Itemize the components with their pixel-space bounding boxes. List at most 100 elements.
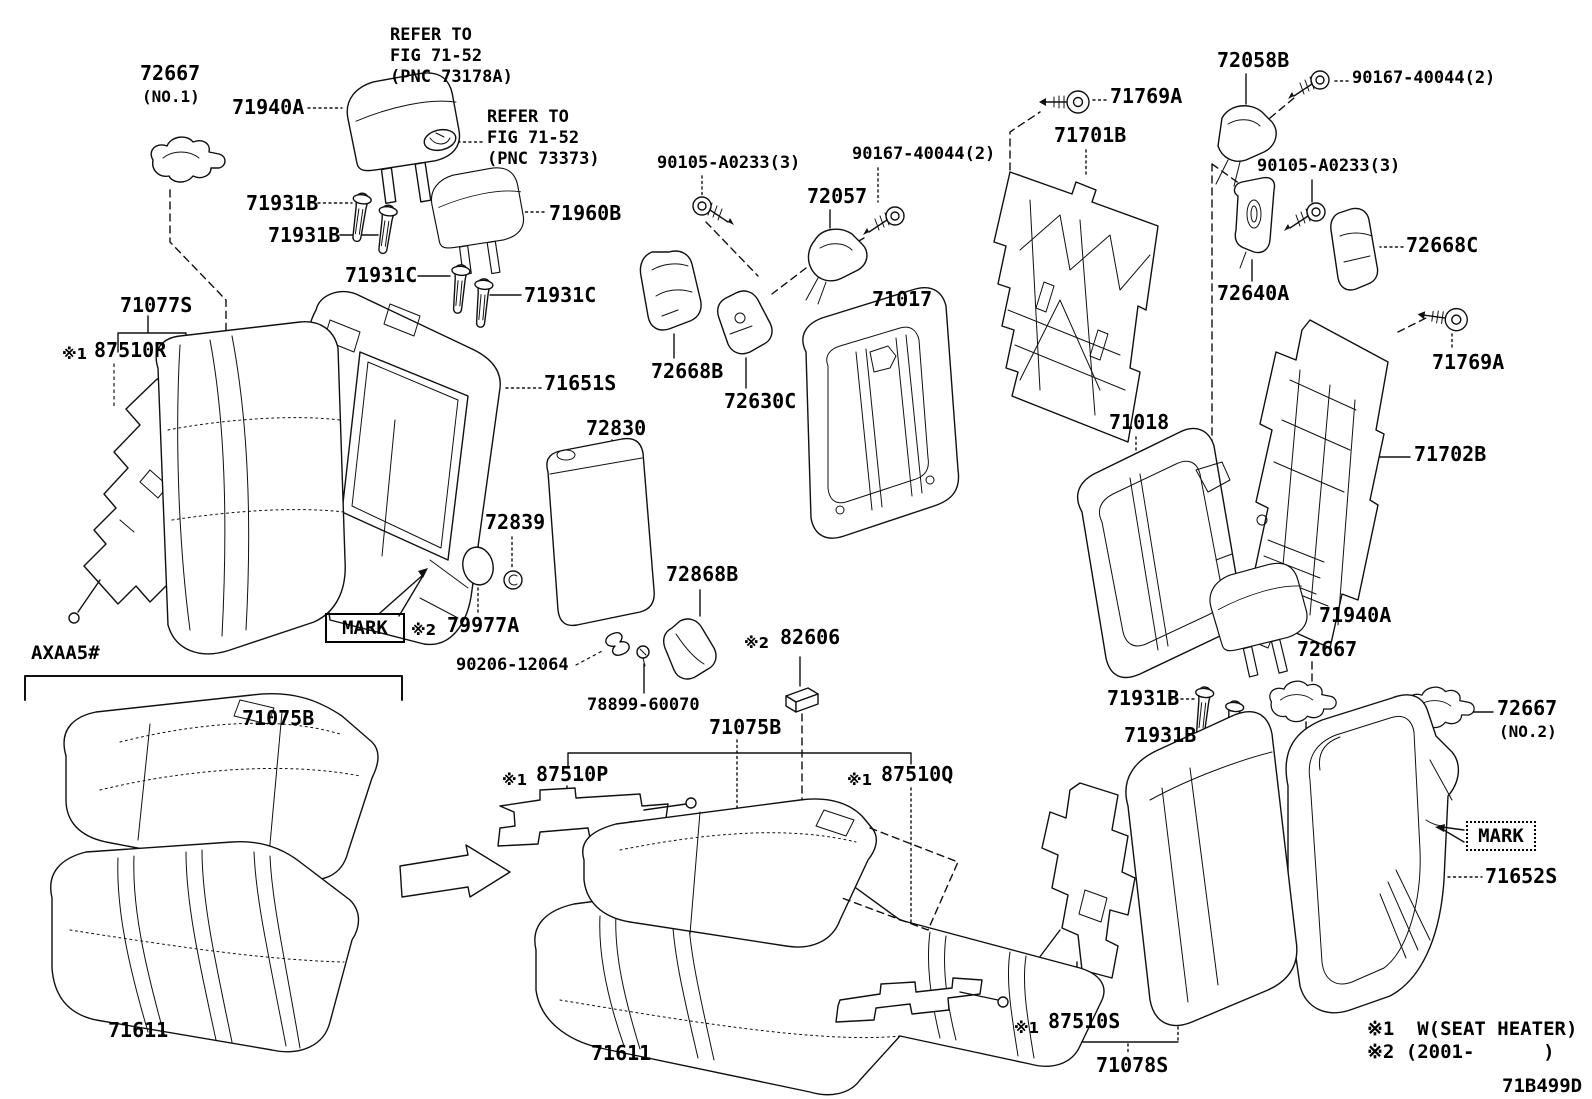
seat-cushion-cover-71075B-left — [63, 693, 379, 881]
oval-79977A — [462, 546, 494, 586]
label-71075B-middle: 71075B — [709, 715, 782, 739]
label-71078S: 71078S — [1096, 1053, 1169, 1077]
label-72668B: 72668B — [651, 359, 724, 383]
label-refer2-line3: (PNC 73373) — [487, 149, 600, 169]
mark-box-left: MARK — [325, 613, 405, 643]
headrest-support-71931C-2 — [470, 277, 495, 329]
grommet-72839 — [503, 570, 523, 590]
label-72058B: 72058B — [1217, 48, 1290, 72]
screw-90167-40044-left — [862, 206, 905, 236]
screw-90105-A0233-right — [1283, 202, 1326, 232]
headrest-support-71931B-2 — [372, 203, 399, 256]
seat-back-heater-pad-87510S — [1026, 782, 1136, 979]
lock-72057 — [805, 228, 868, 305]
label-90206-12064: 90206-12064 — [456, 655, 569, 675]
label-mark1-87510P: ※1 — [502, 771, 528, 789]
note-year-range: ※2 (2001- ) — [1367, 1041, 1555, 1063]
cover-72668C — [1330, 207, 1379, 291]
seat-cushion-71611-left — [50, 840, 360, 1053]
label-refer1-line3: (PNC 73178A) — [390, 67, 513, 87]
label-71701B: 71701B — [1054, 123, 1127, 147]
label-78899-60070: 78899-60070 — [587, 695, 700, 715]
label-71931C-2: 71931C — [524, 283, 597, 307]
seat-back-frame-71018 — [1077, 427, 1242, 679]
label-71940A-left: 71940A — [232, 95, 305, 119]
label-71017: 71017 — [872, 287, 933, 311]
mark-arrow-right — [1435, 824, 1465, 843]
label-82606: 82606 — [780, 625, 841, 649]
headrest-71960B — [428, 165, 528, 278]
label-71769A-right: 71769A — [1432, 350, 1505, 374]
seat-heater-pad-87510Q — [835, 977, 1009, 1023]
label-71931B-4: 71931B — [1124, 723, 1197, 747]
label-mark1-87510R: ※1 — [62, 345, 88, 363]
refer-clip-73373 — [423, 128, 457, 152]
label-71018: 71018 — [1109, 410, 1170, 434]
label-model-code: AXAA5# — [31, 642, 100, 664]
label-72667-mid: 72667 — [1297, 637, 1358, 661]
clip-72667-no1 — [150, 136, 226, 183]
label-87510S: 87510S — [1048, 1009, 1121, 1033]
label-71931C-1: 71931C — [345, 263, 418, 287]
seat-cushion-cover-71075B-middle — [582, 798, 959, 948]
label-72830: 72830 — [586, 416, 647, 440]
label-refer2-line1: REFER TO — [487, 107, 569, 127]
screw-90167-40044-right — [1287, 70, 1330, 100]
label-71075B-left: 71075B — [242, 706, 315, 730]
label-71931B-3: 71931B — [1107, 686, 1180, 710]
label-mark2-79977A: ※2 — [411, 621, 437, 639]
label-71960B: 71960B — [549, 201, 622, 225]
label-refer1-line2: FIG 71-52 — [390, 46, 483, 66]
label-87510P: 87510P — [536, 762, 609, 786]
label-90167-left: 90167-40044(2) — [852, 144, 996, 164]
mark-box-right: MARK — [1466, 821, 1536, 851]
clip-90206-12064 — [605, 632, 630, 656]
clip-78899-60070 — [636, 645, 650, 667]
label-71931B-2: 71931B — [268, 223, 341, 247]
label-71611-left: 71611 — [108, 1018, 169, 1042]
label-72667-no1-sub: (NO.1) — [142, 87, 200, 106]
label-72868B: 72868B — [666, 562, 739, 586]
striker-72640A — [1233, 176, 1276, 269]
label-72630C: 72630C — [724, 389, 797, 413]
transfer-arrow — [399, 844, 511, 898]
label-87510R: 87510R — [94, 338, 167, 362]
label-90105-left: 90105-A0233(3) — [657, 153, 801, 173]
label-mark2-82606: ※2 — [744, 634, 770, 652]
cover-72668B — [639, 250, 702, 331]
spacer-82606 — [785, 687, 819, 713]
label-72667-no2: 72667 — [1497, 696, 1558, 720]
label-72668C: 72668C — [1406, 233, 1479, 257]
diagram-code: 71B499D — [1502, 1075, 1583, 1097]
headrest-support-71931C-1 — [447, 263, 472, 315]
seat-back-cover-71652S — [1285, 694, 1459, 1014]
label-71652S: 71652S — [1485, 864, 1558, 888]
seat-back-board-71701B — [993, 171, 1159, 443]
seat-back-pad-right — [1125, 711, 1298, 1027]
armrest-72830 — [546, 437, 655, 627]
seat-back-cushion-71077S — [155, 321, 346, 655]
label-mark1-87510S: ※1 — [1014, 1019, 1040, 1037]
screw-90105-A0233-left — [692, 196, 735, 226]
seat-back-cover-71651S — [301, 291, 501, 646]
label-refer1-line1: REFER TO — [390, 25, 472, 45]
label-71077S: 71077S — [120, 293, 193, 317]
label-72667-no1: 72667 — [140, 61, 201, 85]
label-71651S: 71651S — [544, 371, 617, 395]
label-71611-middle: 71611 — [591, 1041, 652, 1065]
pin-71769A-right — [1415, 302, 1470, 333]
clip-72667-mid — [1269, 680, 1337, 723]
label-refer2-line2: FIG 71-52 — [487, 128, 580, 148]
seat-back-frame-71017 — [802, 287, 960, 539]
mark-arrow-left — [379, 568, 428, 617]
label-71702B: 71702B — [1414, 442, 1487, 466]
label-71769A-top: 71769A — [1110, 84, 1183, 108]
label-mark1-87510Q: ※1 — [847, 771, 873, 789]
label-90167-right: 90167-40044(2) — [1352, 68, 1496, 88]
label-71931B-1: 71931B — [246, 191, 319, 215]
label-87510Q: 87510Q — [881, 762, 954, 786]
hinge-72630C — [717, 290, 773, 355]
label-72839: 72839 — [485, 510, 546, 534]
